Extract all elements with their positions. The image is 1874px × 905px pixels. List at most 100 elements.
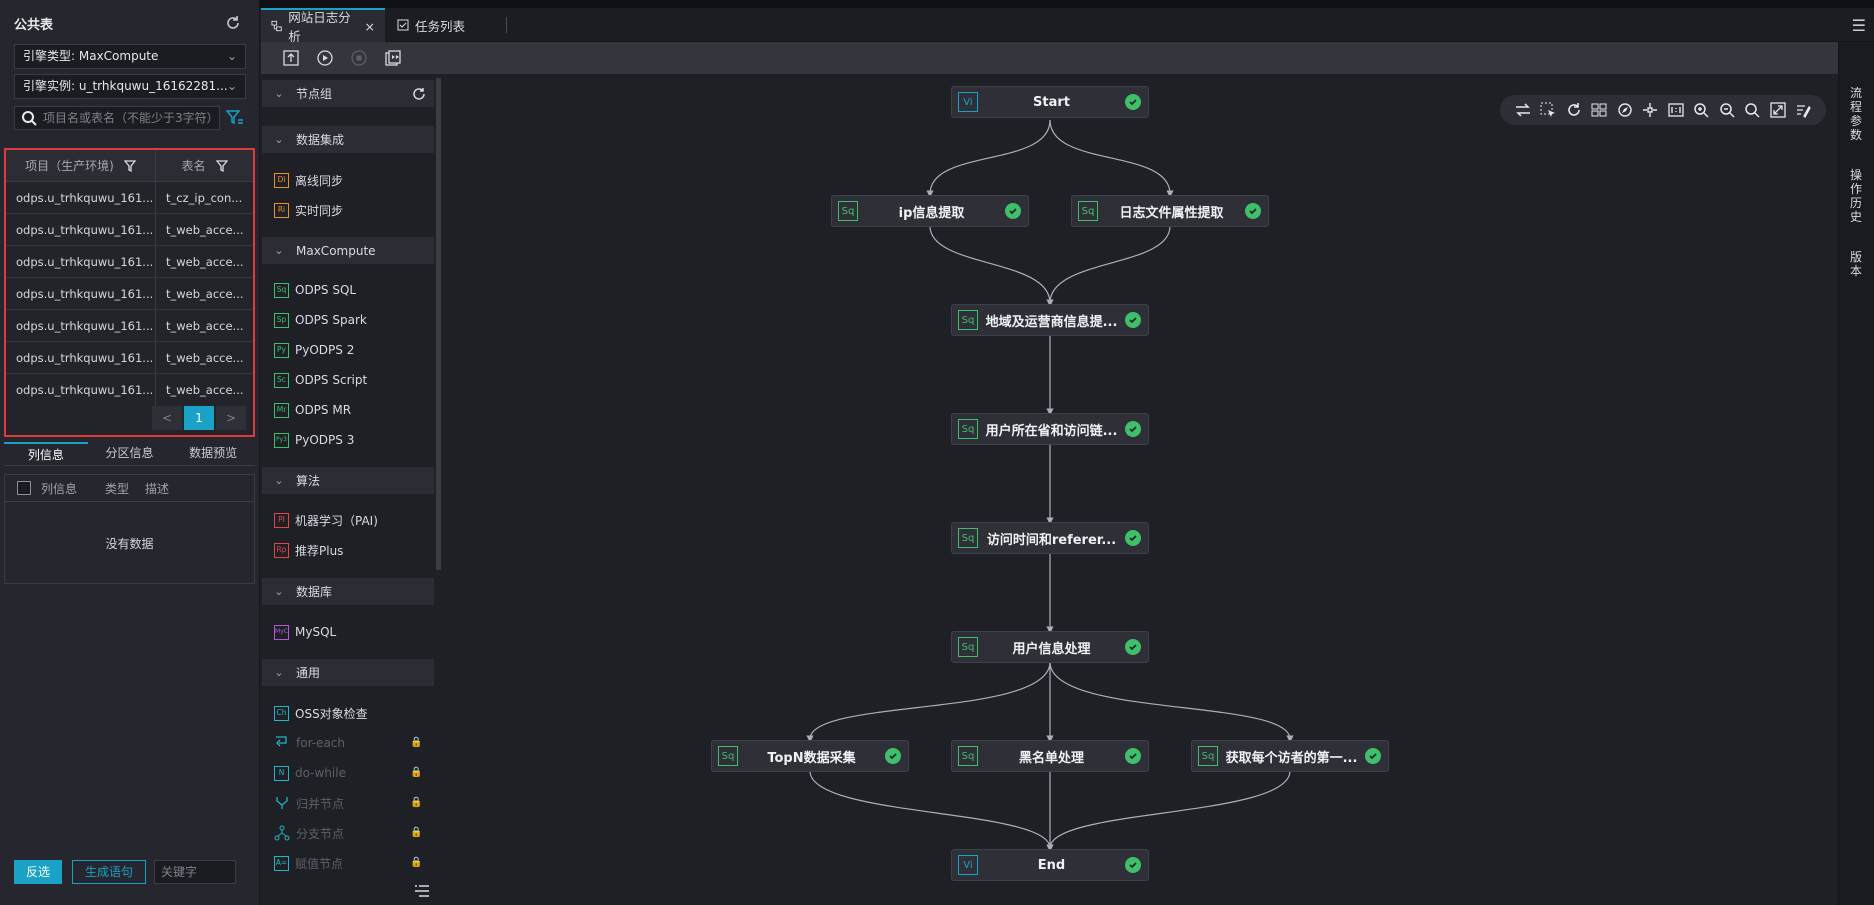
filter-icon[interactable]	[123, 159, 136, 172]
version-tab[interactable]: 版本	[1849, 250, 1862, 278]
project-cell: odps.u_trhkquwu_161...	[6, 278, 156, 309]
table-row[interactable]: odps.u_trhkquwu_161...t_web_acce...	[6, 246, 253, 278]
locate-icon[interactable]	[1616, 101, 1634, 119]
workflow-toolbar	[261, 42, 1838, 74]
edge	[926, 119, 1051, 198]
stop-icon[interactable]	[350, 49, 368, 67]
group-database[interactable]: ⌄数据库	[262, 578, 434, 605]
refresh-icon[interactable]	[1565, 101, 1583, 119]
actual-size-icon[interactable]	[1667, 101, 1685, 119]
group-maxcompute[interactable]: ⌄MaxCompute	[262, 237, 434, 264]
close-icon[interactable]: ×	[364, 18, 375, 34]
tab-preview[interactable]: 数据预览	[189, 446, 238, 460]
checklist-icon	[397, 19, 409, 31]
palette-scrollbar[interactable]	[436, 78, 441, 570]
fit-center-icon[interactable]	[1641, 101, 1659, 119]
table-row[interactable]: odps.u_trhkquwu_161...t_cz_ip_con...	[6, 182, 253, 214]
table-row[interactable]: odps.u_trhkquwu_161...t_web_acce...	[6, 310, 253, 342]
lock-icon: 🔒	[410, 767, 423, 778]
virtual-node-icon: Vi	[958, 855, 978, 875]
keyword-input[interactable]: 关键字	[154, 860, 236, 884]
table-search-input[interactable]	[43, 109, 215, 127]
table-row[interactable]: odps.u_trhkquwu_161...t_web_acce...	[6, 342, 253, 374]
success-icon	[1125, 639, 1141, 655]
tab-columns[interactable]: 列信息	[4, 442, 88, 465]
refresh-icon[interactable]	[412, 87, 426, 101]
prev-page-button[interactable]: <	[152, 406, 182, 430]
file-tab-bar: 网站日志分析 × 任务列表 ☰	[261, 8, 1874, 44]
edge	[1049, 119, 1174, 198]
tab-task-list[interactable]: 任务列表	[387, 8, 475, 42]
invert-select-button[interactable]: 反选	[14, 860, 62, 884]
zoom-out-icon[interactable]	[1718, 101, 1736, 119]
table-row[interactable]: odps.u_trhkquwu_161...t_web_acce...	[6, 374, 253, 406]
format-icon[interactable]	[1794, 101, 1812, 119]
edge	[1046, 225, 1171, 307]
swap-icon[interactable]	[1514, 101, 1532, 119]
next-page-button[interactable]: >	[216, 406, 246, 430]
run-icon[interactable]	[316, 49, 334, 67]
edge	[1046, 770, 1291, 852]
chevron-down-icon: ⌄	[226, 79, 237, 93]
success-icon	[1125, 94, 1141, 110]
operation-history-tab[interactable]: 操作历史	[1849, 168, 1862, 224]
box-select-icon[interactable]	[1539, 101, 1557, 119]
generate-statement-button[interactable]: 生成语句	[72, 860, 146, 884]
table-row[interactable]: odps.u_trhkquwu_161...t_web_acce...	[6, 278, 253, 310]
filter-icon[interactable]	[225, 109, 244, 130]
sql-icon: Sq	[958, 637, 978, 657]
refresh-icon[interactable]	[222, 12, 244, 34]
engine-instance-select[interactable]: 引擎实例: u_trhkquwu_16162281... ⌄	[14, 74, 246, 99]
collapse-panel-icon[interactable]	[415, 885, 429, 897]
menu-icon[interactable]: ☰	[1851, 16, 1866, 35]
group-algorithm[interactable]: ⌄算法	[262, 467, 434, 494]
grid-layout-icon[interactable]	[1590, 101, 1608, 119]
zoom-in-icon[interactable]	[1692, 101, 1710, 119]
engine-type-select[interactable]: 引擎类型: MaxCompute ⌄	[14, 44, 246, 69]
python3-icon: Py3	[274, 432, 289, 448]
lock-icon: 🔒	[410, 827, 423, 838]
select-all-checkbox[interactable]	[17, 481, 31, 495]
search-node-icon[interactable]	[1743, 101, 1761, 119]
filter-icon[interactable]	[215, 159, 228, 172]
flow-params-tab[interactable]: 流程参数	[1849, 86, 1862, 142]
header-project: 项目（生产环境)	[6, 150, 156, 181]
tab-partitions[interactable]: 分区信息	[105, 446, 154, 460]
table-row[interactable]: odps.u_trhkquwu_161...t_web_acce...	[6, 214, 253, 246]
chevron-down-icon: ⌄	[274, 474, 284, 487]
group-node-group[interactable]: ⌄节点组	[262, 80, 434, 107]
page-1-button[interactable]: 1	[184, 406, 214, 430]
node-label: 黑名单处理	[1018, 750, 1084, 766]
group-general[interactable]: ⌄通用	[262, 659, 434, 686]
tab-website-log-analysis[interactable]: 网站日志分析 ×	[261, 8, 385, 44]
rerun-icon[interactable]	[384, 49, 402, 67]
mysql-icon: MyC	[274, 624, 289, 640]
submit-icon[interactable]	[282, 49, 300, 67]
fullscreen-icon[interactable]	[1769, 101, 1787, 119]
group-data-integration[interactable]: ⌄数据集成	[262, 126, 434, 153]
